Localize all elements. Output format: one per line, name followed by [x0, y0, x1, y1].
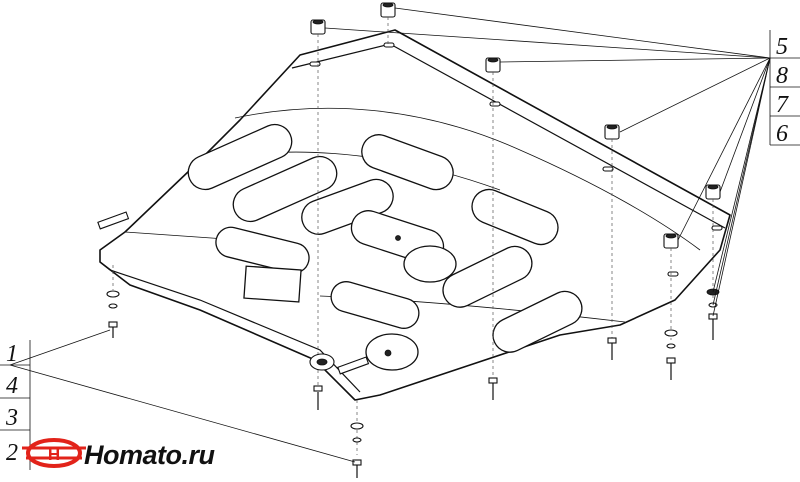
- bushing-3: [485, 57, 501, 73]
- callout-8: 8: [776, 63, 788, 89]
- callout-table-left: 1 4 3 2: [0, 340, 31, 470]
- assembly-axes: [112, 17, 714, 455]
- callout-1: 1: [6, 341, 18, 367]
- bolts-and-washers: [97, 211, 720, 478]
- logo-emblem-letter: H: [48, 445, 60, 464]
- bushing-5: [705, 184, 721, 200]
- callout-table-right: 5 8 7 6: [769, 30, 800, 147]
- leaders-left: [9, 329, 356, 463]
- callout-5: 5: [776, 34, 788, 60]
- callout-2: 2: [6, 440, 18, 466]
- bushing-1: [310, 19, 326, 35]
- flange-holes: [309, 42, 723, 277]
- bushing-6: [663, 233, 679, 249]
- logo-text: Homato.ru: [84, 440, 216, 470]
- bushing-4: [604, 124, 620, 140]
- callout-4: 4: [6, 373, 18, 399]
- spacer-bushings: [310, 2, 721, 249]
- callout-3: 3: [5, 405, 18, 431]
- bushing-2: [380, 2, 396, 18]
- homato-logo: H Homato.ru: [22, 438, 216, 470]
- plate-slots: [187, 123, 583, 371]
- callout-7: 7: [776, 92, 789, 118]
- callout-6: 6: [776, 121, 788, 147]
- leaders-right: [324, 7, 771, 317]
